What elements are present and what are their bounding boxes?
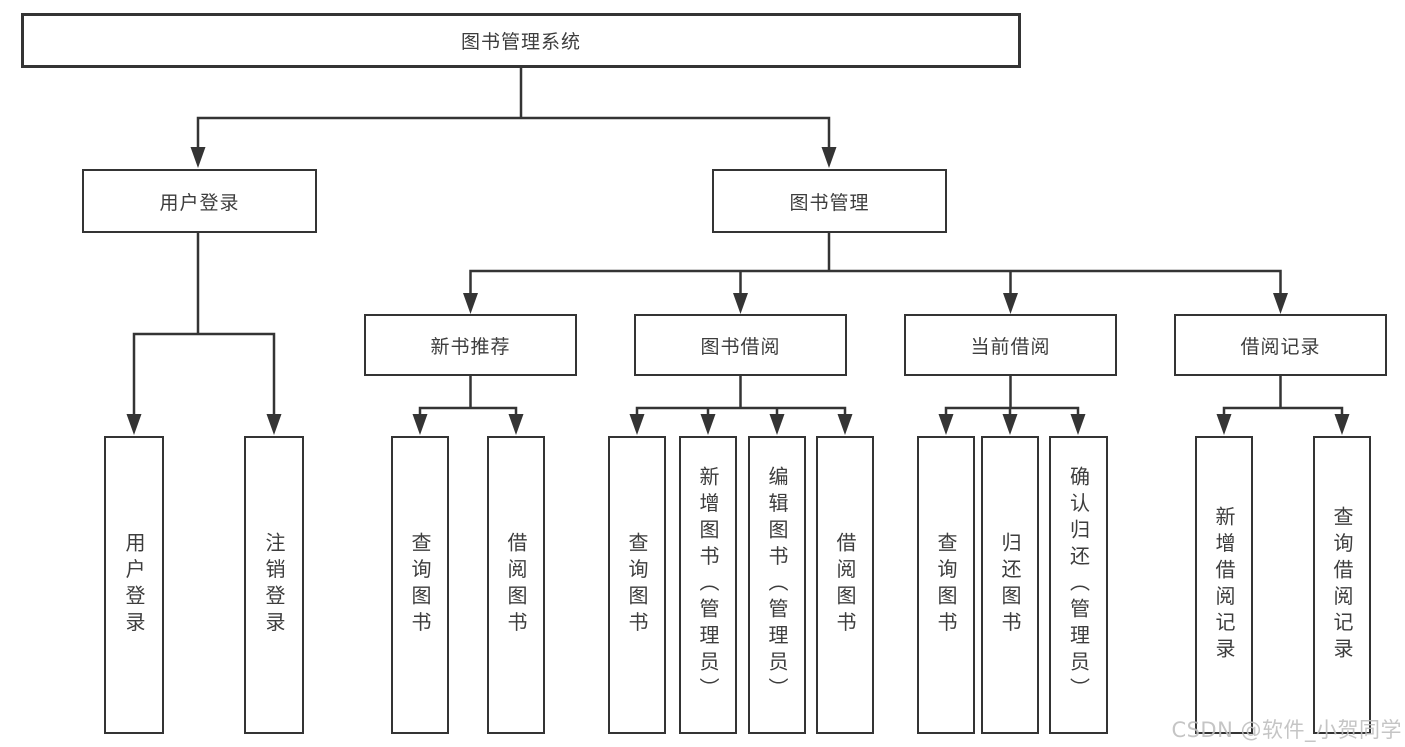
edge-br-bus: [1222, 406, 1344, 428]
leaf-br-add-record-label: 新增借阅记录: [1212, 505, 1236, 665]
node-new-book-recommend-label: 新书推荐: [430, 335, 511, 358]
node-user-login: 用户登录: [82, 169, 317, 233]
leaf-bb-edit-books-admin: 编辑图书（管理员）: [748, 436, 806, 734]
leaf-bb-query-books: 查询图书: [608, 436, 666, 734]
edge-userlogin-bus: [132, 332, 276, 428]
leaf-br-query-record: 查询借阅记录: [1313, 436, 1371, 734]
arrow-down-icon: [126, 414, 142, 435]
node-book-borrow-label: 图书借阅: [700, 335, 781, 358]
leaf-logout-label: 注销登录: [262, 532, 286, 638]
leaf-cb-query-books: 查询图书: [917, 436, 975, 734]
edge-bb-bus: [635, 406, 847, 428]
edge-level2-bus: [196, 116, 831, 160]
arrowheads: [126, 147, 1350, 435]
edge-nbr-bus: [418, 406, 518, 428]
node-borrow-records: 借阅记录: [1174, 314, 1387, 376]
arrow-down-icon: [412, 414, 428, 435]
arrow-down-icon: [1070, 414, 1086, 435]
leaf-cb-return-books-label: 归还图书: [998, 532, 1022, 638]
leaf-bb-borrow-books: 借阅图书: [816, 436, 874, 734]
node-root-label: 图书管理系统: [460, 31, 581, 53]
leaf-user-login-label: 用户登录: [122, 532, 146, 638]
arrow-down-icon: [1334, 414, 1350, 435]
arrow-down-icon: [1273, 293, 1288, 314]
node-book-management: 图书管理: [712, 169, 947, 233]
leaf-nbr-borrow-books-label: 借阅图书: [504, 532, 528, 638]
leaf-br-add-record: 新增借阅记录: [1195, 436, 1253, 734]
arrow-down-icon: [938, 414, 954, 435]
arrow-down-icon: [837, 414, 853, 435]
leaf-bb-add-books-admin-label: 新增图书（管理员）: [696, 466, 720, 704]
node-book-borrow: 图书借阅: [634, 314, 847, 376]
arrow-down-icon: [463, 293, 478, 314]
leaf-cb-return-books: 归还图书: [981, 436, 1039, 734]
arrow-down-icon: [769, 414, 785, 435]
node-user-login-label: 用户登录: [159, 191, 240, 214]
leaf-nbr-query-books: 查询图书: [391, 436, 449, 734]
leaf-cb-confirm-return-admin: 确认归还（管理员）: [1049, 436, 1108, 734]
leaf-user-login: 用户登录: [104, 436, 164, 734]
node-current-borrow: 当前借阅: [904, 314, 1117, 376]
leaf-bb-borrow-books-label: 借阅图书: [833, 532, 857, 638]
leaf-cb-confirm-return-admin-label: 确认归还（管理员）: [1066, 466, 1091, 704]
arrow-down-icon: [629, 414, 645, 435]
arrow-down-icon: [1216, 414, 1232, 435]
arrow-down-icon: [733, 293, 748, 314]
node-book-management-label: 图书管理: [789, 191, 870, 214]
leaf-bb-add-books-admin: 新增图书（管理员）: [679, 436, 737, 734]
arrow-down-icon: [1002, 414, 1018, 435]
leaf-bb-edit-books-admin-label: 编辑图书（管理员）: [765, 466, 789, 704]
arrow-down-icon: [508, 414, 524, 435]
edge-level3-bus: [469, 269, 1282, 306]
node-borrow-records-label: 借阅记录: [1240, 335, 1321, 358]
arrow-down-icon: [821, 147, 837, 168]
node-current-borrow-label: 当前借阅: [970, 335, 1051, 358]
node-new-book-recommend: 新书推荐: [364, 314, 577, 376]
node-root: 图书管理系统: [21, 13, 1021, 68]
leaf-logout: 注销登录: [244, 436, 304, 734]
leaf-nbr-borrow-books: 借阅图书: [487, 436, 545, 734]
watermark: CSDN @软件_小贺同学: [1171, 718, 1402, 742]
arrow-down-icon: [700, 414, 716, 435]
arrow-down-icon: [190, 147, 206, 168]
arrow-down-icon: [1003, 293, 1018, 314]
leaf-bb-query-books-label: 查询图书: [625, 532, 649, 638]
leaf-nbr-query-books-label: 查询图书: [408, 532, 432, 638]
arrow-down-icon: [266, 414, 282, 435]
leaf-br-query-record-label: 查询借阅记录: [1330, 505, 1354, 665]
leaf-cb-query-books-label: 查询图书: [934, 532, 958, 638]
